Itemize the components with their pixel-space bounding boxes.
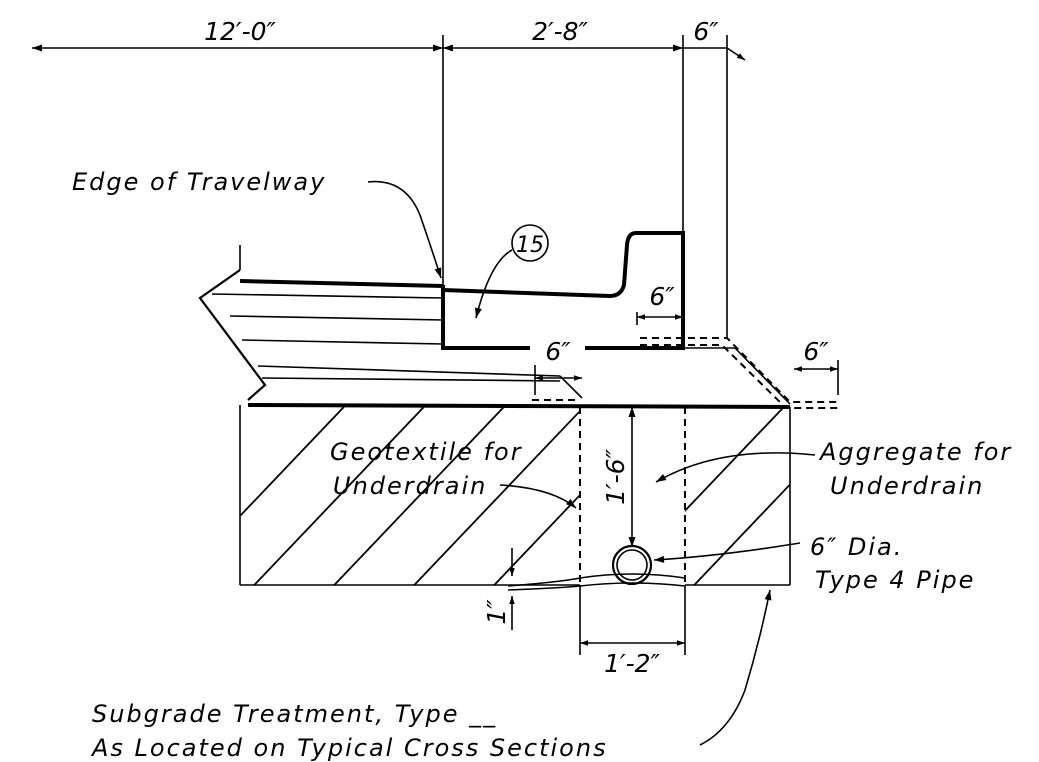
geotextile-leader [499,484,577,509]
underdrain-pipe-outer [611,544,653,586]
top-dimension-lines [32,35,746,338]
trench-slope-line [559,375,583,399]
hatch-right [685,407,790,585]
label-pipe-line2: Type 4 Pipe [815,566,975,594]
underdrain-trench [507,407,686,655]
dim-top-6in-text: 6″ [693,17,719,46]
callout-circle [511,224,549,262]
aggregate-leader [655,452,816,483]
dim-trench-width-text: 1′-2″ [604,649,661,678]
leader-lines [367,180,816,746]
subgrade-treatment [239,403,791,586]
edge-of-travelway-leader [367,180,442,279]
label-geotextile-line1: Geotextile for [330,438,523,466]
curb-and-gutter [441,231,840,409]
callout-leader [475,249,513,319]
callout-15: 15 [475,224,549,319]
subgrade-leader [699,589,772,746]
dimension-text: 12′-0″ 2′-8″ 6″ 6″ 6″ 6″ 1′-6″ 1″ 1′-2″ [204,17,829,678]
curb-dashed-outline-lower [640,344,840,409]
label-aggregate-line2: Underdrain [830,472,984,500]
hatch-left [240,407,580,585]
label-subgrade-line2: As Located on Typical Cross Sections [90,734,608,762]
callout-number: 15 [516,233,544,258]
label-pipe-line1: 6″ Dia. [810,533,903,561]
dim-bottom-1in-text: 1″ [482,599,511,625]
label-geotextile-line2: Underdrain [333,472,487,500]
dim-trench-depth-text: 1′-6″ [601,448,630,505]
dim-arrow-top-6in [726,47,746,61]
pavement-layers [198,245,561,401]
geotextile-bottom-wrap [507,573,686,587]
dim-curb-6in-text: 6″ [649,282,675,311]
pavement-layer-3 [241,339,444,345]
label-edge-of-travelway: Edge of Travelway [72,168,326,196]
pavement-layer-2 [229,315,444,321]
pavement-layer-4 [257,365,561,377]
dim-right-6in-text: 6″ [803,337,829,366]
pavement-surface [239,279,444,288]
base-slope-line [734,347,791,405]
dim-gutter-6in-text: 6″ [545,337,571,366]
dim-2ft8-text: 2′-8″ [532,17,589,46]
curb-outline [441,231,685,350]
underdrain-pipe-inner [616,549,648,581]
pavement-layer-1 [211,293,444,299]
subgrade-top-line [247,403,791,409]
pavement-layer-5 [261,377,561,382]
label-subgrade-line1: Subgrade Treatment, Type __ [92,700,497,728]
label-aggregate-line1: Aggregate for [818,438,1012,466]
pipe-leader [653,542,801,563]
note-labels: Edge of Travelway Geotextile for Underdr… [72,168,1012,762]
break-line-zigzag [198,269,267,401]
dim-12ft-text: 12′-0″ [204,17,276,46]
